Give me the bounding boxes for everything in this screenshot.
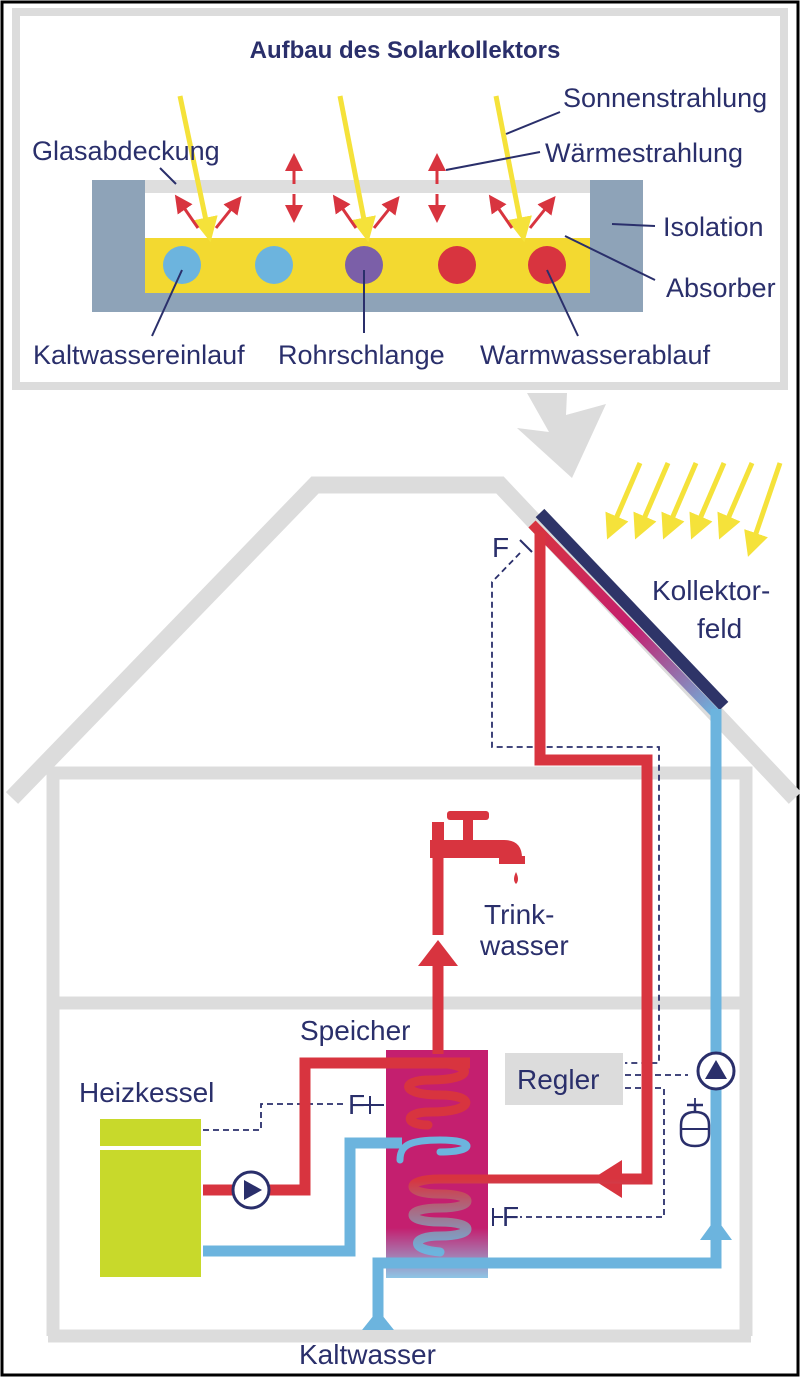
label-sensor-storage: F [502, 1201, 519, 1232]
pump-boiler-icon [231, 1170, 271, 1210]
label-trinkwasser-2: wasser [479, 930, 569, 961]
boiler-body [100, 1150, 201, 1277]
detail-title: Aufbau des Solarkollektors [250, 37, 561, 64]
faucet-icon [430, 811, 525, 884]
label-absorber: Absorber [666, 273, 776, 303]
label-kollektorfeld-1: Kollektor- [652, 575, 770, 606]
heat-arrows [174, 153, 556, 229]
label-regler: Regler [517, 1064, 599, 1095]
pump-solar-icon [696, 1051, 736, 1091]
cold-inlet-arrow [362, 1310, 394, 1330]
sensor-ticks [360, 539, 533, 1226]
tube-cold-1 [163, 246, 201, 284]
collector-detail-panel: Aufbau des Solarkollektors [12, 8, 788, 390]
tube-hot-2 [528, 246, 566, 284]
label-trinkwasser-1: Trink- [484, 899, 555, 930]
tube-cold-2 [255, 246, 293, 284]
drinking-water-arrow [418, 940, 458, 966]
heat-exchanger-coils [396, 1058, 645, 1257]
label-sonnenstrahlung: Sonnenstrahlung [563, 83, 767, 113]
zoom-arrow [517, 393, 606, 478]
boiler-top [100, 1119, 201, 1146]
insulation [92, 180, 643, 312]
tube-mid [345, 246, 383, 284]
label-rohrschlange: Rohrschlange [278, 340, 445, 370]
cold-pipes [203, 709, 722, 1326]
sun-rays-roof [605, 462, 783, 557]
label-speicher: Speicher [300, 1015, 411, 1046]
tube-hot-1 [438, 246, 476, 284]
collector-panel-back [535, 508, 729, 711]
collector-panel [528, 520, 720, 718]
regler-box [505, 1053, 623, 1105]
label-warmwasserablauf: Warmwasserablauf [480, 340, 711, 370]
label-kaltwassereinlauf: Kaltwassereinlauf [33, 340, 245, 370]
label-isolation: Isolation [663, 212, 764, 242]
expansion-vessel-icon [679, 1103, 711, 1148]
label-glasabdeckung: Glasabdeckung [32, 136, 220, 166]
label-sensor-collector: F [492, 532, 509, 563]
leader-lines [151, 111, 656, 337]
water-drop-icon [514, 872, 518, 884]
label-sensor-boiler: F [348, 1089, 365, 1120]
label-kollektorfeld-2: feld [697, 613, 742, 644]
sun-rays-detail [177, 95, 532, 243]
label-kaltwasser: Kaltwasser [299, 1339, 436, 1370]
cold-flow-arrow [700, 1218, 732, 1240]
glass-cover [145, 180, 590, 193]
label-heizkessel: Heizkessel [79, 1077, 214, 1108]
label-waermestrahlung: Wärmestrahlung [545, 138, 743, 168]
